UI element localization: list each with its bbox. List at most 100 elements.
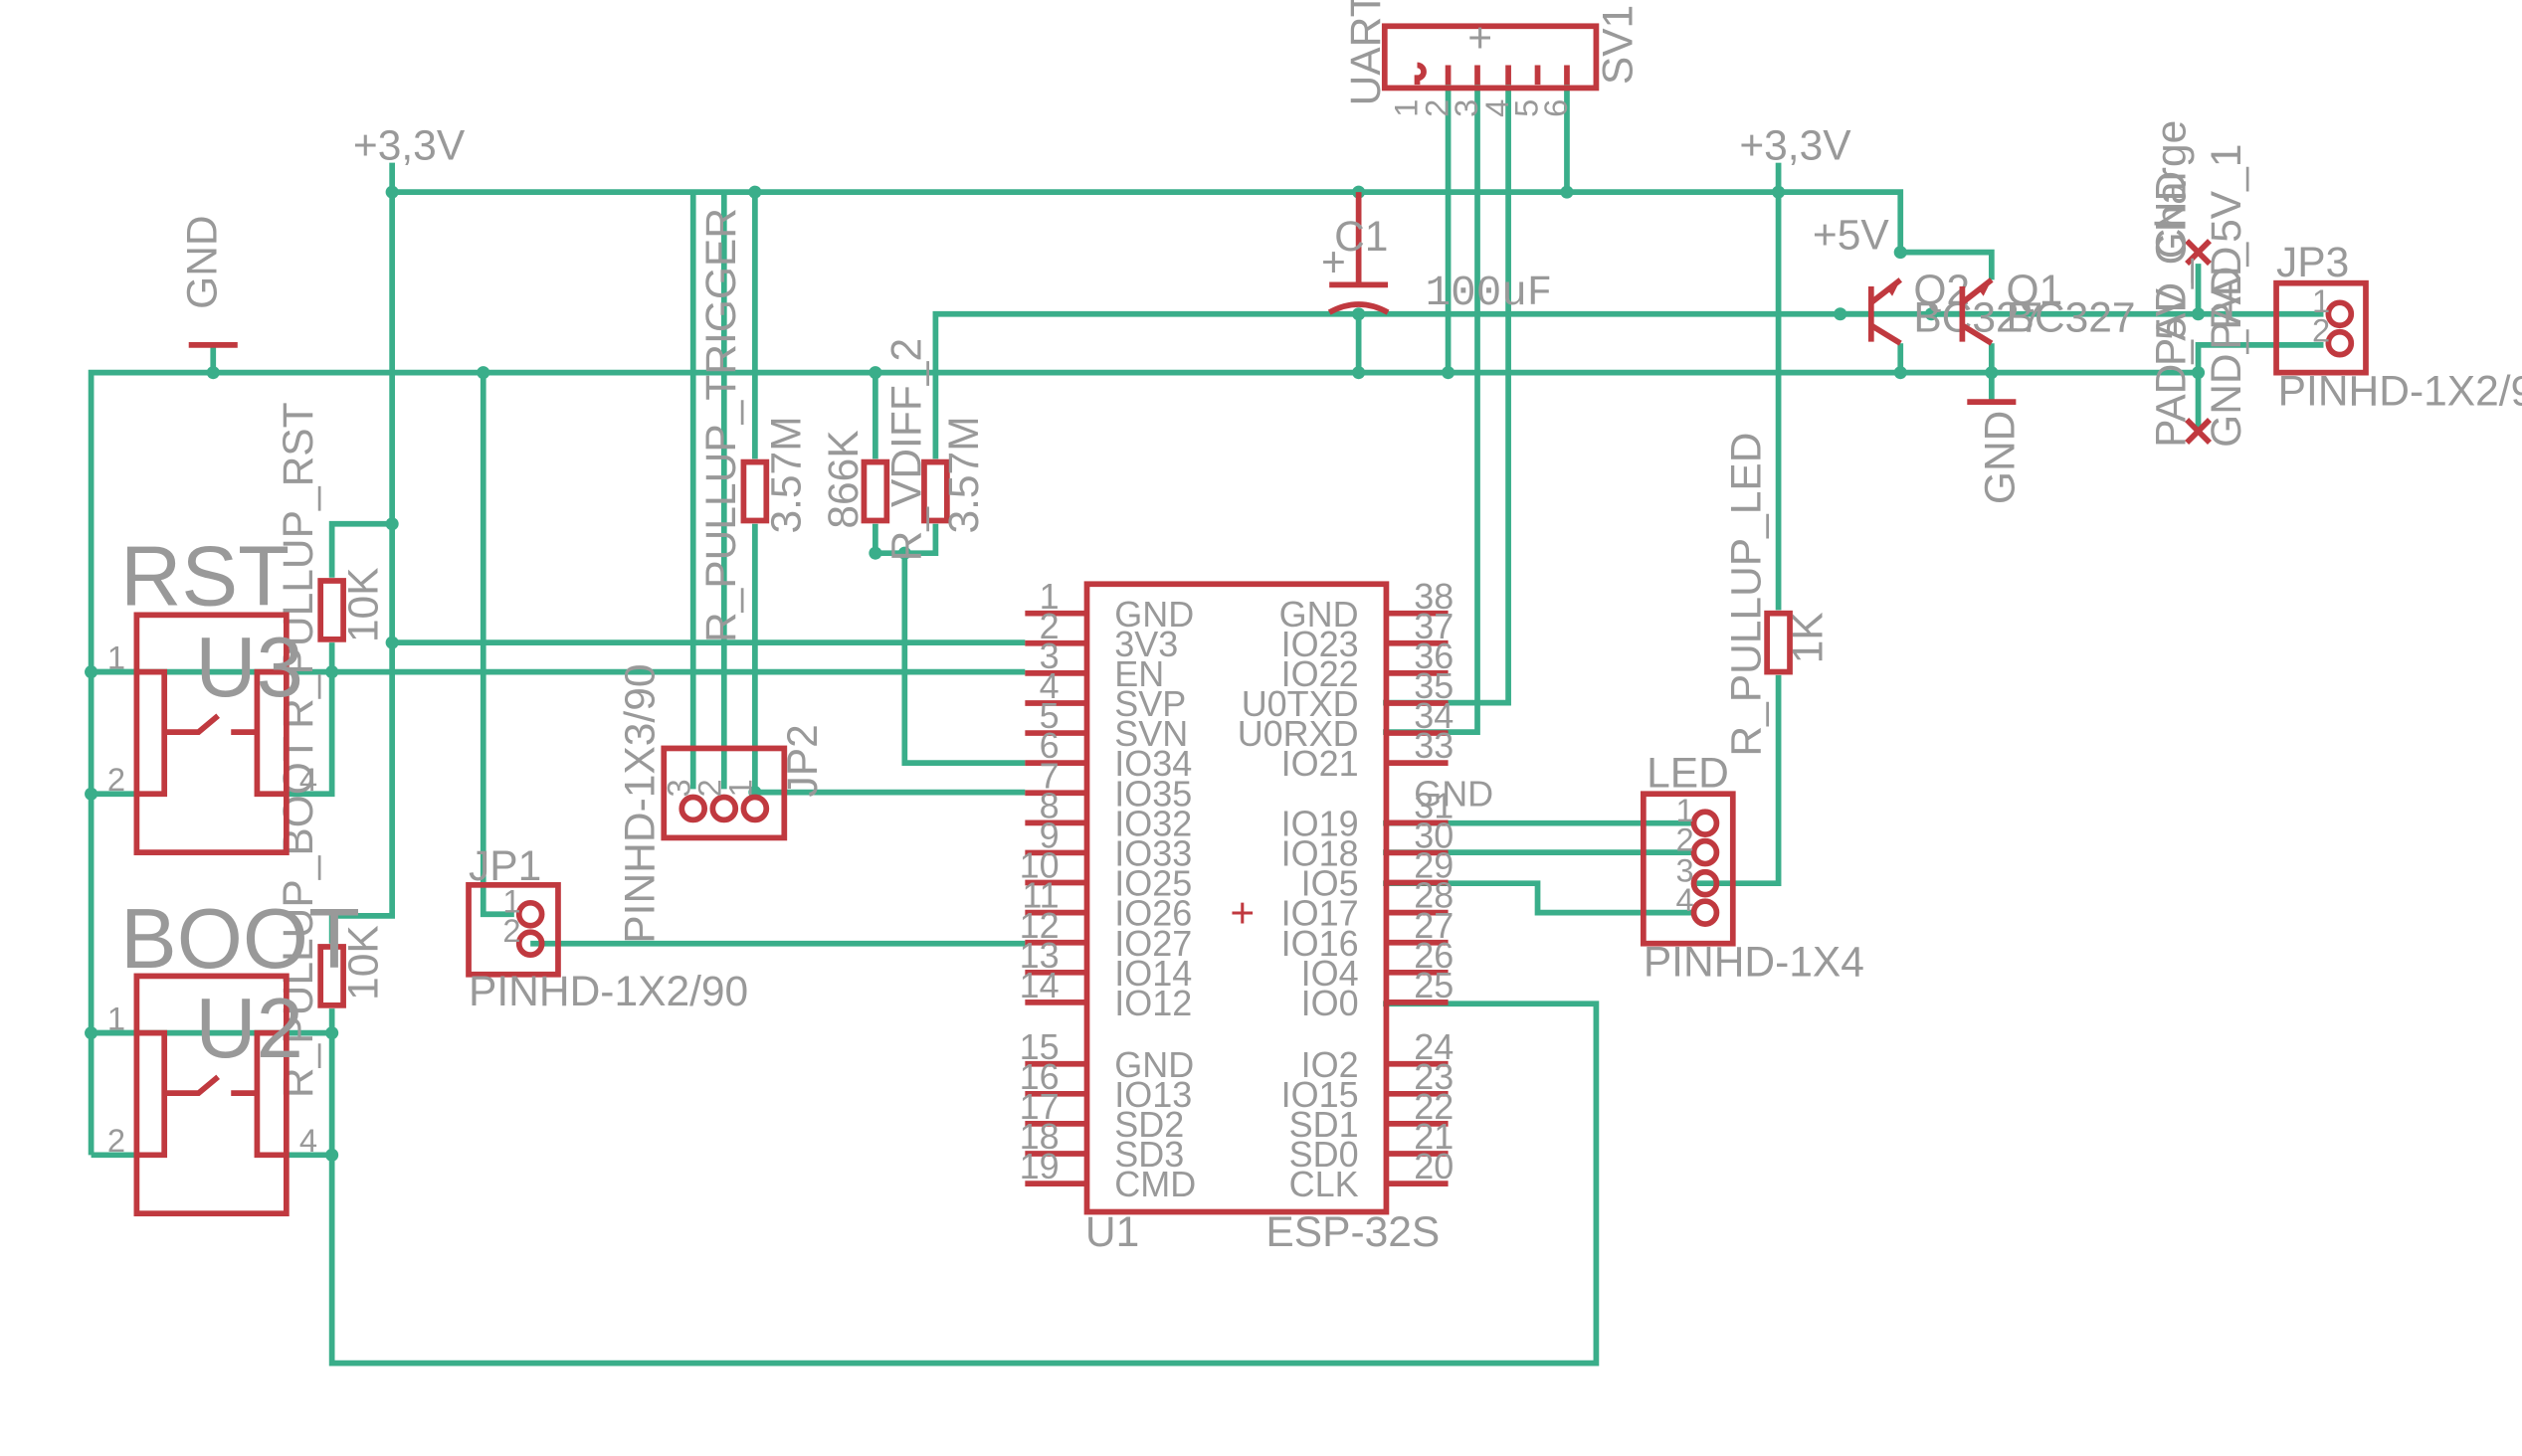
uart-pin-num: 3 bbox=[1448, 99, 1484, 117]
pin-name: U0RXD bbox=[1238, 713, 1359, 754]
resistor-body bbox=[1764, 610, 1793, 675]
resistor-pullup-rst: R_PULLUP_RST 10K bbox=[276, 402, 387, 728]
pin-number: 29 bbox=[1414, 845, 1454, 886]
esp32-pin-right: GND bbox=[1414, 773, 1493, 814]
net-jp3-2 bbox=[2195, 341, 2324, 373]
resistor-vdiff-b: R_VDIFF_2 3.57M bbox=[884, 338, 988, 561]
pin-name: IO33 bbox=[1114, 833, 1192, 874]
junctions bbox=[85, 185, 2206, 1162]
pin-number: 26 bbox=[1414, 935, 1454, 976]
button-boot: BOOT U2 1 2 4 bbox=[107, 892, 360, 1217]
pad-label: PAD_5V_GND bbox=[2148, 171, 2195, 448]
button-ref: U2 bbox=[195, 982, 303, 1076]
gnd-symbol-right: GND bbox=[1967, 399, 2025, 504]
header-body bbox=[661, 745, 788, 841]
pin-name: IO35 bbox=[1114, 773, 1192, 814]
header-pin bbox=[1690, 809, 1720, 837]
pin-name: IO14 bbox=[1114, 953, 1192, 994]
esp32-origin-mark: + bbox=[1230, 890, 1255, 937]
net-vdiff-io34 bbox=[901, 553, 1026, 767]
pin-name: IO12 bbox=[1114, 983, 1192, 1023]
supply-label: +3,3V bbox=[353, 122, 466, 169]
pin-number: 33 bbox=[1414, 725, 1454, 766]
header-pin bbox=[679, 794, 708, 823]
header-jp1: 1 2 JP1 PINHD-1X2/90 bbox=[466, 843, 748, 1015]
pin-number: 36 bbox=[1414, 636, 1454, 676]
header-pin-num: 1 bbox=[502, 883, 520, 920]
q1-ref: Q1 bbox=[2007, 268, 2063, 314]
esp32-pin-left: 10 IO25 bbox=[1020, 845, 1193, 904]
q2-arrow bbox=[1887, 279, 1901, 296]
junction bbox=[1834, 307, 1847, 321]
capacitor-c1: + C1 100uF bbox=[1321, 192, 1552, 317]
pin-number: 25 bbox=[1414, 965, 1454, 1005]
pin-number: 28 bbox=[1414, 875, 1454, 916]
button-pin-num: 4 bbox=[299, 761, 317, 798]
pin-name: IO15 bbox=[1281, 1074, 1359, 1115]
cap-plate-curved bbox=[1327, 301, 1390, 315]
pad-label: PAD_Charge bbox=[2148, 120, 2195, 366]
pin-number: 31 bbox=[1414, 785, 1454, 825]
pin-name: U0TXD bbox=[1242, 683, 1359, 724]
header-ref: JP1 bbox=[469, 843, 541, 890]
pin-number: 18 bbox=[1020, 1116, 1060, 1157]
header-pin bbox=[709, 794, 739, 823]
junction bbox=[2191, 366, 2206, 380]
junction bbox=[1352, 366, 1366, 380]
pin-number: 30 bbox=[1414, 816, 1454, 856]
cap-plus: + bbox=[1321, 240, 1346, 286]
pin-number: 14 bbox=[1020, 965, 1060, 1005]
button-rst: RST U3 1 2 4 bbox=[107, 530, 317, 855]
header-body bbox=[466, 881, 561, 978]
junction bbox=[1442, 366, 1455, 380]
junction bbox=[385, 517, 399, 531]
resistor-ref: R_PULLUP_TRIGGER bbox=[698, 208, 745, 642]
pin-number: 38 bbox=[1414, 576, 1454, 617]
pin-name: IO34 bbox=[1114, 743, 1192, 784]
resistor-body bbox=[921, 458, 950, 524]
resistor-pullup-led: R_PULLUP_LED 1K bbox=[1724, 432, 1833, 756]
header-pin bbox=[1690, 837, 1720, 867]
pin-name: 3V3 bbox=[1114, 624, 1178, 664]
esp32-ref: U1 bbox=[1085, 1209, 1139, 1256]
cap-ref: C1 bbox=[1334, 214, 1388, 261]
net-led-4 bbox=[1383, 880, 1692, 916]
header-ref: JP3 bbox=[2276, 240, 2349, 286]
header-pin-num: 1 bbox=[2312, 282, 2330, 319]
pin-name: IO5 bbox=[1301, 863, 1359, 904]
uart-pin-num: 4 bbox=[1478, 99, 1515, 117]
header-pin bbox=[1690, 898, 1720, 927]
resistor-value: 1K bbox=[1786, 612, 1833, 663]
pin-name: IO25 bbox=[1114, 863, 1192, 904]
pin-number: 6 bbox=[1040, 725, 1060, 766]
junction bbox=[1985, 366, 1999, 380]
uart-name: UART bbox=[1343, 0, 1390, 105]
supply-label: +5V bbox=[1813, 212, 1889, 259]
pin-number: 16 bbox=[1020, 1056, 1060, 1097]
uart-pin-num: 1 bbox=[1388, 99, 1425, 117]
header-pkg: PINHD-1X4 bbox=[1644, 939, 1864, 986]
junction bbox=[748, 185, 762, 199]
pin-number: 10 bbox=[1020, 845, 1060, 886]
pin-number: 37 bbox=[1414, 606, 1454, 646]
junction bbox=[869, 366, 882, 380]
transistor-q1: Q1 BC327 bbox=[1959, 268, 2136, 346]
pin-number: 15 bbox=[1020, 1026, 1060, 1067]
uart-connector: + UART SV1 1 2 3 4 5 6 bbox=[1343, 0, 1643, 117]
esp32-pin-right: 23 IO15 bbox=[1281, 1056, 1455, 1115]
net-led-pullup-out bbox=[1691, 674, 1782, 887]
pin-number: 23 bbox=[1414, 1056, 1454, 1097]
pad-cross bbox=[2185, 418, 2213, 445]
